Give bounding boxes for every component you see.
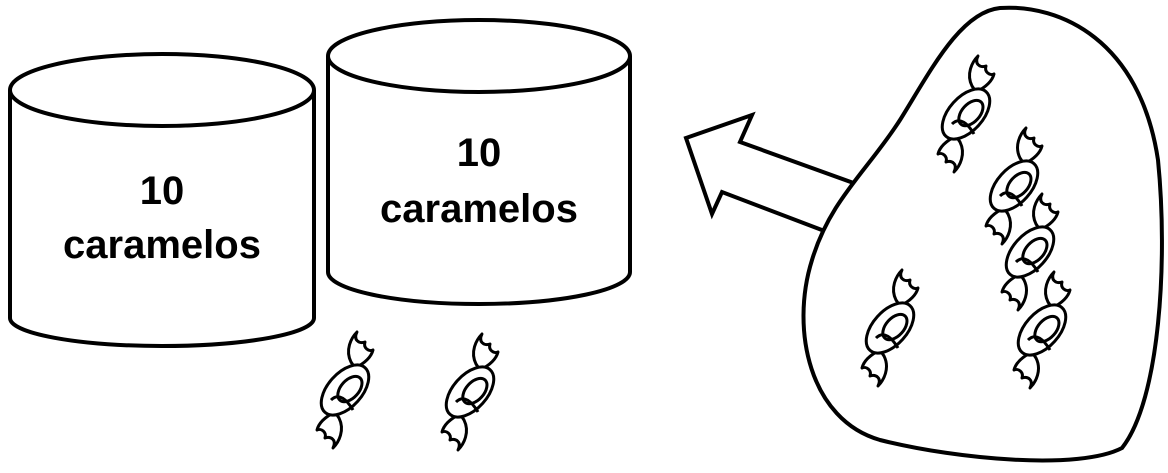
candy-icon xyxy=(435,332,505,452)
cylinder-container-icon xyxy=(8,90,316,348)
loose-candies xyxy=(310,330,505,452)
cylinder-top xyxy=(326,18,632,94)
container-left-number: 10 xyxy=(140,169,185,213)
cylinder-container-icon xyxy=(326,56,632,306)
container-left: 10 caramelos xyxy=(8,52,316,348)
cylinder-top xyxy=(8,52,316,128)
container-left-unit: caramelos xyxy=(63,223,261,267)
container-middle: 10 caramelos xyxy=(326,18,632,306)
container-middle-number: 10 xyxy=(457,131,502,175)
container-middle-unit: caramelos xyxy=(380,187,578,231)
candy-icon xyxy=(310,330,380,450)
